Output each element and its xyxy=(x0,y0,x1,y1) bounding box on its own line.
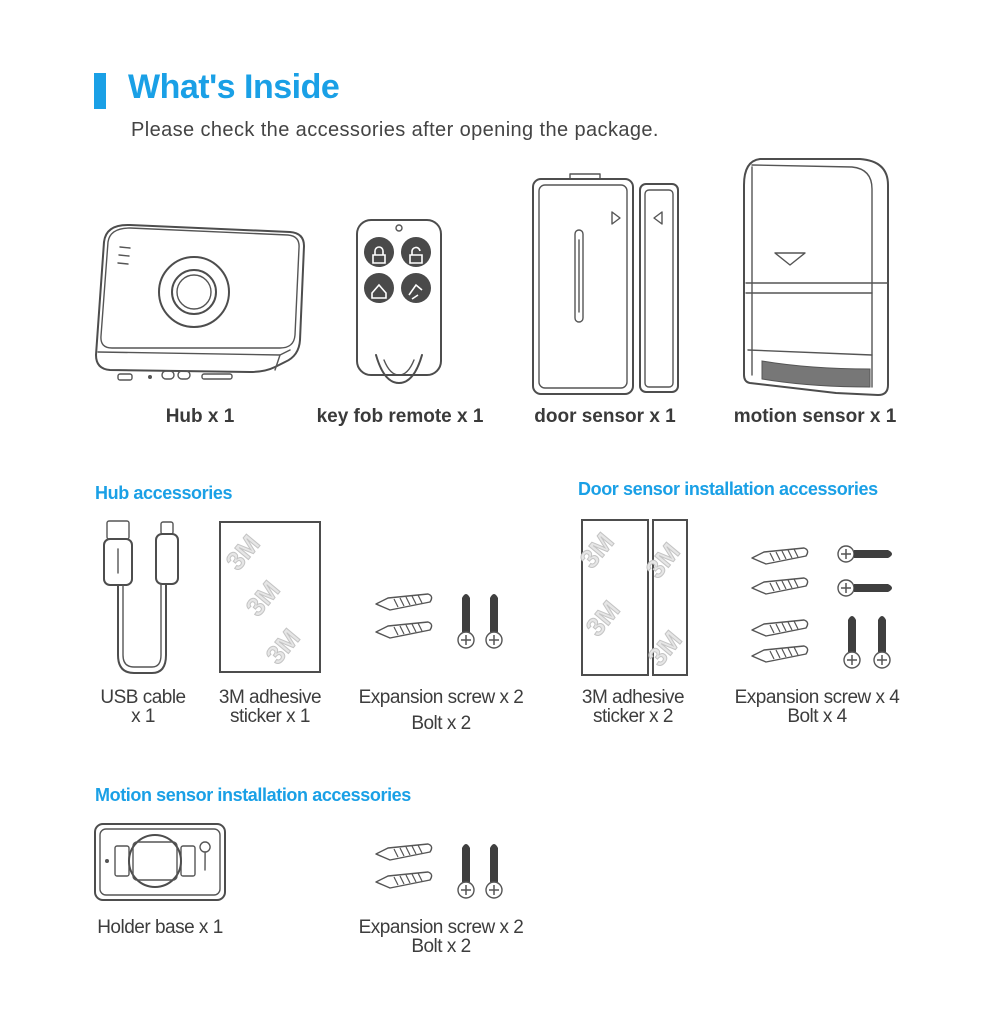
motion-screws-label: Expansion screw x 2 Bolt x 2 xyxy=(350,918,532,956)
bolt-icon xyxy=(485,594,503,649)
hub-screws-label: Expansion screw x 2 Bolt x 2 xyxy=(350,688,532,733)
hub-accessories-title: Hub accessories xyxy=(95,483,233,503)
motion-sensor-illustration xyxy=(743,158,889,396)
hub-screws-label-line2: Bolt x 2 xyxy=(411,713,471,734)
motion-accessories-title: Motion sensor installation accessories xyxy=(95,785,411,805)
holder-base-label-line1: Holder base x 1 xyxy=(97,917,223,938)
holder-base-illustration xyxy=(94,823,226,901)
expansion-screw-icon xyxy=(751,577,809,595)
door-sensor-label: door sensor x 1 xyxy=(534,406,676,427)
hub-sticker-label-line1: 3M adhesive xyxy=(218,687,322,708)
usb-cable-label-line2: x 1 xyxy=(131,706,155,727)
door-sticker-label-line1: 3M adhesive xyxy=(581,687,685,708)
motion-screws-illustration xyxy=(375,843,503,899)
usb-cable-label-line1: USB cable xyxy=(100,687,186,708)
bolt-icon xyxy=(457,594,475,649)
motion-sensor-label: motion sensor x 1 xyxy=(733,406,897,427)
key-fob-label: key fob remote x 1 xyxy=(316,406,484,427)
expansion-screw-icon xyxy=(375,621,433,639)
title-accent-bar xyxy=(94,73,106,109)
hub-screws-label-line1: Expansion screw x 2 xyxy=(358,687,524,708)
motion-screws-label-line1: Expansion screw x 2 xyxy=(358,917,524,938)
door-accessories-title: Door sensor installation accessories xyxy=(578,479,878,499)
hub-3m-sticker-illustration: 3M 3M 3M xyxy=(219,521,321,673)
usb-cable-illustration xyxy=(103,520,179,674)
door-screws-label: Expansion screw x 4 Bolt x 4 xyxy=(722,688,912,726)
hub-sticker-label-line2: sticker x 1 xyxy=(229,706,311,727)
hub-illustration xyxy=(95,223,305,381)
door-sticker-label: 3M adhesive sticker x 2 xyxy=(563,688,703,726)
bolt-icon xyxy=(843,616,861,669)
expansion-screw-icon xyxy=(751,547,809,565)
expansion-screw-icon xyxy=(751,619,809,637)
expansion-screw-icon xyxy=(751,645,809,663)
hub-label: Hub x 1 xyxy=(165,406,235,427)
holder-base-label: Holder base x 1 xyxy=(80,918,240,937)
door-screws-label-line1: Expansion screw x 4 xyxy=(734,687,900,708)
door-screws-label-line2: Bolt x 4 xyxy=(787,706,847,727)
door-3m-sticker-illustration: 3M 3M 3M 3M xyxy=(573,519,688,676)
bolt-icon xyxy=(837,545,892,563)
key-fob-illustration xyxy=(356,219,442,384)
hub-sticker-label: 3M adhesive sticker x 1 xyxy=(200,688,340,726)
usb-cable-label: USB cable x 1 xyxy=(83,688,203,726)
bolt-icon xyxy=(485,844,503,899)
door-sensor-illustration xyxy=(532,173,679,395)
bolt-icon xyxy=(873,616,891,669)
expansion-screw-icon xyxy=(375,871,433,889)
page-title: What's Inside xyxy=(128,68,340,106)
motion-screws-label-line2: Bolt x 2 xyxy=(411,936,471,957)
hub-screws-illustration xyxy=(375,593,503,649)
expansion-screw-icon xyxy=(375,593,433,611)
door-sticker-label-line2: sticker x 2 xyxy=(592,706,674,727)
page-subtitle: Please check the accessories after openi… xyxy=(131,119,659,141)
bolt-icon xyxy=(837,579,892,597)
door-screws-illustration xyxy=(751,545,892,669)
bolt-icon xyxy=(457,844,475,899)
expansion-screw-icon xyxy=(375,843,433,861)
